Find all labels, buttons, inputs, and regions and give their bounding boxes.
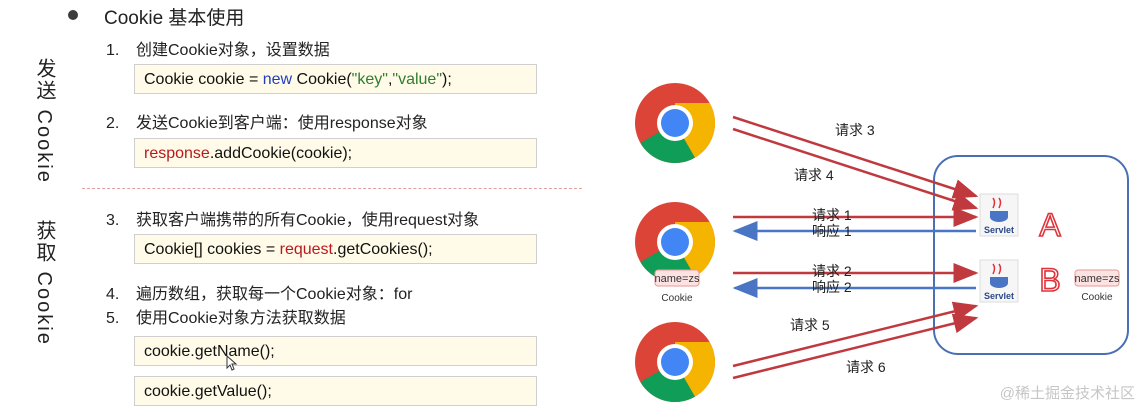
- step-text: 发送Cookie到客户端：使用response对象: [136, 115, 428, 132]
- step-text: 创建Cookie对象，设置数据: [136, 42, 330, 59]
- code-token: .getCookies();: [333, 241, 433, 258]
- code-string: "key": [351, 71, 388, 88]
- request-6-arrow: [732, 313, 979, 380]
- response-1-label: 响应 1: [812, 223, 852, 239]
- page-title: Cookie 基本使用: [104, 8, 245, 29]
- step-number: 3.: [106, 212, 120, 229]
- step-text: 使用Cookie对象方法获取数据: [136, 310, 346, 327]
- cookie-tag-text: name=zs: [1075, 273, 1120, 285]
- code-token: Cookie(: [292, 71, 352, 88]
- chrome-icon: [635, 83, 715, 163]
- code-object: request: [279, 241, 333, 258]
- code-object: response: [144, 145, 210, 162]
- request-2-label: 请求 2: [812, 263, 852, 279]
- step-text: 遍历数组，获取每一个Cookie对象：for: [136, 286, 413, 303]
- response-2-label: 响应 2: [812, 279, 852, 295]
- request-6-label: 请求 6: [846, 359, 886, 375]
- side-label-send: 发送 Cookie: [33, 58, 55, 184]
- step-3: 3. 获取客户端携带的所有Cookie，使用request对象: [106, 206, 479, 230]
- step-number: 5.: [106, 310, 120, 327]
- request-1-label: 请求 1: [812, 207, 852, 223]
- cookie-flow-diagram: name=zs Cookie 请求 3 请求 4 请求 1 响应 1 请求 2 …: [635, 83, 1129, 402]
- code-token: .addCookie(cookie);: [209, 145, 353, 162]
- section-divider: [82, 188, 582, 189]
- title-bullet: [68, 10, 78, 20]
- cookie-caption: Cookie: [1081, 292, 1113, 303]
- request-5-label: 请求 5: [790, 317, 830, 333]
- code-token: );: [442, 71, 452, 88]
- server-box: [933, 155, 1129, 355]
- servlet-b-label: Servlet: [984, 291, 1014, 301]
- step-number: 1.: [106, 42, 120, 59]
- servlet-a-label: Servlet: [984, 225, 1014, 235]
- code-create-cookie: Cookie cookie = new Cookie("key","value"…: [134, 64, 537, 94]
- step-number: 4.: [106, 286, 120, 303]
- code-token: Cookie[] cookies =: [144, 241, 280, 258]
- step-text: 获取客户端携带的所有Cookie，使用request对象: [136, 212, 480, 229]
- cookie-tag-text: name=zs: [655, 273, 700, 285]
- chrome-icon: [635, 322, 715, 402]
- server-a-letter: A: [1039, 207, 1061, 243]
- code-get-name: cookie.getName();: [134, 336, 537, 366]
- servlet-b-icon: Servlet: [979, 259, 1019, 303]
- code-add-cookie: response.addCookie(cookie);: [134, 138, 537, 168]
- watermark: @稀土掘金技术社区: [999, 385, 1135, 402]
- mouse-cursor-icon: [226, 355, 238, 371]
- cookie-caption: Cookie: [661, 293, 693, 304]
- servlet-a-icon: Servlet: [979, 193, 1019, 237]
- step-1: 1. 创建Cookie对象，设置数据: [106, 36, 330, 60]
- step-4: 4. 遍历数组，获取每一个Cookie对象：for: [106, 280, 412, 304]
- side-label-get: 获取 Cookie: [33, 220, 55, 346]
- code-string: "value": [392, 71, 442, 88]
- request-4-arrow: [732, 127, 979, 211]
- step-5: 5. 使用Cookie对象方法获取数据: [106, 304, 346, 328]
- cookie-tag-server: [1074, 269, 1120, 287]
- step-2: 2. 发送Cookie到客户端：使用response对象: [106, 109, 428, 133]
- request-5-arrow: [732, 301, 979, 368]
- code-token: ,: [387, 71, 393, 88]
- code-get-cookies: Cookie[] cookies = request.getCookies();: [134, 234, 537, 264]
- request-4-label: 请求 4: [794, 167, 834, 183]
- step-number: 2.: [106, 115, 120, 132]
- cookie-tag-browser: [654, 269, 700, 287]
- request-3-label: 请求 3: [835, 122, 875, 138]
- code-keyword: new: [262, 71, 293, 88]
- server-b-letter: B: [1039, 262, 1060, 298]
- code-get-value: cookie.getValue();: [134, 376, 537, 406]
- code-token: Cookie cookie =: [144, 71, 263, 88]
- request-3-arrow: [732, 115, 979, 199]
